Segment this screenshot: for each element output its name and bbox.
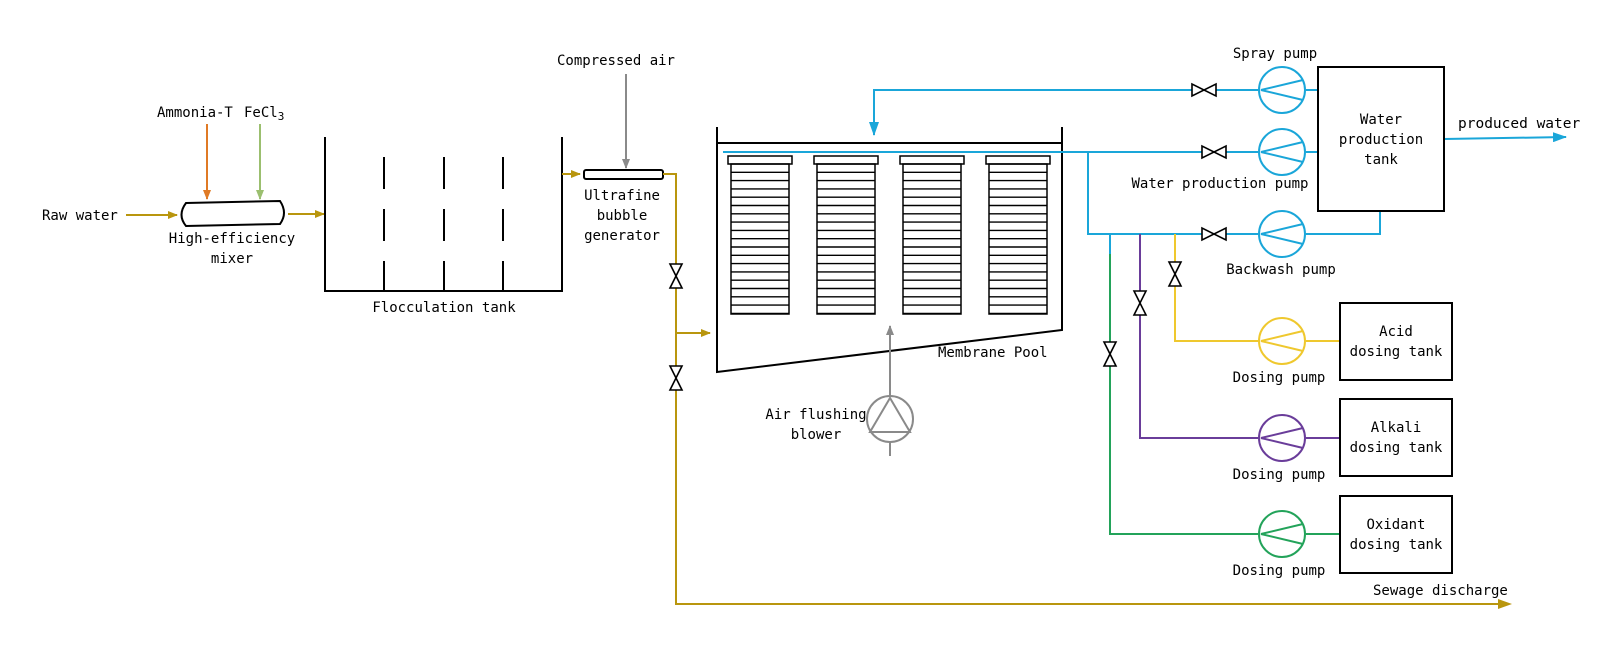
backwash-pump-label: Backwash pump <box>1226 262 1336 278</box>
acid-dosing-line: Dosing pump Acid dosing tank <box>1167 234 1453 386</box>
oxidant-dosing-pump[interactable] <box>1258 510 1306 558</box>
membrane-module <box>899 155 965 315</box>
raw-water-inlet: Raw water <box>42 208 178 224</box>
oxidant-tank-label-line2: dosing tank <box>1350 537 1443 553</box>
backwash-line <box>1087 152 1258 235</box>
fecl3-feed: FeCl3 <box>244 105 284 200</box>
ultrafine-bubble-generator: Compressed air Ultrafine bubble generato… <box>557 53 675 244</box>
oxidant-valve[interactable] <box>1102 341 1118 367</box>
backwash-pump[interactable] <box>1258 210 1306 258</box>
membrane-modules <box>727 155 1051 315</box>
acid-pipe <box>1174 234 1258 342</box>
membrane-module-header <box>813 155 879 165</box>
fecl3-label: FeCl3 <box>244 105 284 123</box>
sewage-valve[interactable] <box>668 365 684 391</box>
clean-water-network: produced water Spray pump Water producti… <box>723 46 1580 278</box>
water-production-tank-body <box>1317 66 1445 212</box>
alkali-dosing-pump[interactable] <box>1258 414 1306 462</box>
high-efficiency-mixer: High-efficiency mixer <box>169 199 295 267</box>
tank-to-backwash-pump <box>1306 211 1381 235</box>
membrane-module-header <box>899 155 965 165</box>
blower-label-line2: blower <box>791 427 842 443</box>
ubg-body <box>583 169 664 180</box>
acid-dosing-pump[interactable] <box>1258 317 1306 365</box>
spray-pump-label: Spray pump <box>1233 46 1317 62</box>
flocculation-tank: Flocculation tank <box>324 137 563 316</box>
spray-pump[interactable] <box>1258 66 1306 114</box>
sewage-arrow-head <box>1498 599 1512 609</box>
wpt-label-line1: Water <box>1360 112 1402 128</box>
alkali-dosing-pump-label: Dosing pump <box>1233 467 1326 483</box>
oxidant-tank-label-line1: Oxidant <box>1366 517 1425 533</box>
oxidant-dosing-tank <box>1339 495 1453 574</box>
feed-valve[interactable] <box>668 263 684 289</box>
mixer-body <box>180 199 285 228</box>
air-flushing-blower[interactable]: Air flushing blower <box>765 325 914 456</box>
membrane-module-header <box>727 155 793 165</box>
membrane-module <box>813 155 879 315</box>
acid-dosing-pump-label: Dosing pump <box>1233 370 1326 386</box>
acid-valve[interactable] <box>1167 261 1183 287</box>
alkali-tank-label-line2: dosing tank <box>1350 440 1443 456</box>
fecl3-label-base: FeCl <box>244 105 278 121</box>
blower-triangle <box>868 396 912 433</box>
backwash-valve[interactable] <box>1201 226 1227 242</box>
membrane-pool-label: Membrane Pool <box>938 345 1048 361</box>
spray-line <box>869 89 1258 136</box>
blower-label-line1: Air flushing <box>765 407 866 423</box>
acid-dosing-tank <box>1339 302 1453 381</box>
membrane-module-header <box>985 155 1051 165</box>
water-production-tank: Water production tank <box>1317 66 1445 212</box>
water-production-valve[interactable] <box>1201 144 1227 160</box>
ubg-label-line1: Ultrafine <box>584 188 660 204</box>
ubg-label-line3: generator <box>584 228 660 244</box>
alkali-valve[interactable] <box>1132 290 1148 316</box>
water-production-pump-label: Water production pump <box>1131 176 1308 192</box>
ubg-label-line2: bubble <box>597 208 648 224</box>
spray-valve[interactable] <box>1191 82 1217 98</box>
blower-body <box>866 395 914 443</box>
oxidant-dosing-pump-label: Dosing pump <box>1233 563 1326 579</box>
ammonia-label: Ammonia-T <box>157 105 233 121</box>
wpt-label-line3: tank <box>1364 152 1398 168</box>
wpt-label-line2: production <box>1339 132 1423 148</box>
membrane-module <box>985 155 1051 315</box>
alkali-dosing-tank <box>1339 398 1453 477</box>
mixer-label-line1: High-efficiency <box>169 231 295 247</box>
flocculation-tank-label: Flocculation tank <box>372 300 516 316</box>
water-production-pump[interactable] <box>1258 128 1306 176</box>
alkali-dosing-line: Dosing pump Alkali dosing tank <box>1132 234 1453 483</box>
mixer-label-line2: mixer <box>211 251 253 267</box>
raw-water-label: Raw water <box>42 208 118 224</box>
sewage-discharge-label: Sewage discharge <box>1373 583 1508 599</box>
produced-water-label: produced water <box>1458 116 1580 132</box>
ammonia-feed: Ammonia-T <box>157 105 233 200</box>
oxidant-dosing-line: Dosing pump Oxidant dosing tank <box>1102 254 1453 579</box>
feed-and-sewage-line: Sewage discharge <box>663 173 1512 609</box>
compressed-air-label: Compressed air <box>557 53 675 69</box>
acid-tank-label-line1: Acid <box>1379 324 1413 340</box>
oxidant-pipe <box>1109 254 1258 535</box>
membrane-module <box>727 155 793 315</box>
acid-tank-label-line2: dosing tank <box>1350 344 1443 360</box>
membrane-pool: Membrane Pool <box>716 127 1063 374</box>
alkali-tank-label-line1: Alkali <box>1371 420 1422 436</box>
fecl3-label-subscript: 3 <box>278 110 285 123</box>
produced-water-line <box>1443 132 1567 143</box>
